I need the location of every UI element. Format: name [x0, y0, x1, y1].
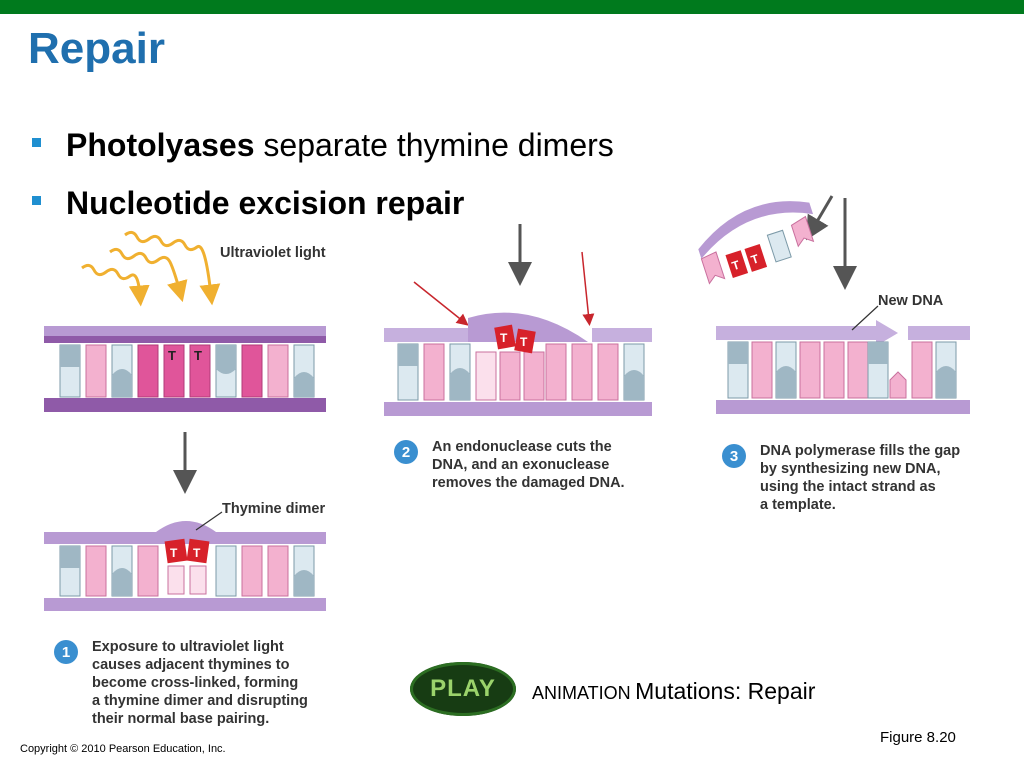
copyright-notice: Copyright © 2010 Pearson Education, Inc. [20, 743, 226, 755]
base-t-label: T [749, 251, 761, 267]
ultraviolet-light-label: Ultraviolet light [220, 245, 326, 261]
bullet-square-icon [32, 196, 41, 205]
bullet-nucleotide-excision: Nucleotide excision repair [32, 174, 614, 232]
bullet-list: Photolyases separate thymine dimers Nucl… [32, 116, 614, 232]
step-text: DNA polymerase fills the gap by synthesi… [760, 443, 961, 513]
step-1-caption: 1 Exposure to ultraviolet light causes a… [54, 638, 308, 728]
base-t-label: T [730, 257, 742, 273]
bullet-square-icon [32, 138, 41, 147]
dna-panel-3: T T [698, 195, 970, 414]
new-dna-label: New DNA [878, 293, 944, 309]
animation-title: Mutations: Repair [635, 678, 816, 704]
bullet-bold-term: Nucleotide excision repair [66, 185, 465, 221]
step-text: An endonuclease cuts the DNA, and an exo… [432, 439, 625, 491]
play-animation-button[interactable]: PLAY [410, 662, 516, 716]
base-t-label: T [170, 546, 178, 560]
base-t-label: T [500, 331, 508, 345]
figure-reference: Figure 8.20 [880, 729, 956, 746]
bullet-photolyases: Photolyases separate thymine dimers [32, 116, 614, 174]
step-3-caption: 3 DNA polymerase fills the gap by synthe… [722, 442, 960, 514]
step-number-badge: 2 [394, 440, 418, 464]
base-t-label: T [194, 348, 202, 363]
dna-panel-dimer: T T [44, 511, 326, 611]
bullet-text: separate thymine dimers [254, 127, 614, 163]
cut-arrow-icon [413, 281, 469, 326]
top-accent-bar [0, 0, 1024, 14]
step-number-badge: 1 [54, 640, 78, 664]
animation-caption: ANIMATION Mutations: Repair [532, 678, 815, 705]
dna-panel-1: T T [44, 326, 326, 412]
uv-rays-icon [81, 230, 221, 307]
base-t-label: T [193, 546, 201, 560]
dna-panel-2: T T [384, 224, 652, 416]
base-t-label: T [520, 335, 528, 349]
step-text: Exposure to ultraviolet light causes adj… [92, 639, 308, 727]
step-number-badge: 3 [722, 444, 746, 468]
excised-fragment: T T [698, 201, 815, 285]
base-t-label: T [168, 348, 176, 363]
cut-arrow-icon [581, 251, 595, 326]
slide-title: Repair [28, 24, 165, 73]
animation-prefix: ANIMATION [532, 683, 631, 703]
step-2-caption: 2 An endonuclease cuts the DNA, and an e… [394, 438, 625, 492]
bullet-bold-term: Photolyases [66, 127, 255, 163]
down-arrow-icon [805, 195, 834, 241]
thymine-dimer-label: Thymine dimer [222, 501, 326, 517]
